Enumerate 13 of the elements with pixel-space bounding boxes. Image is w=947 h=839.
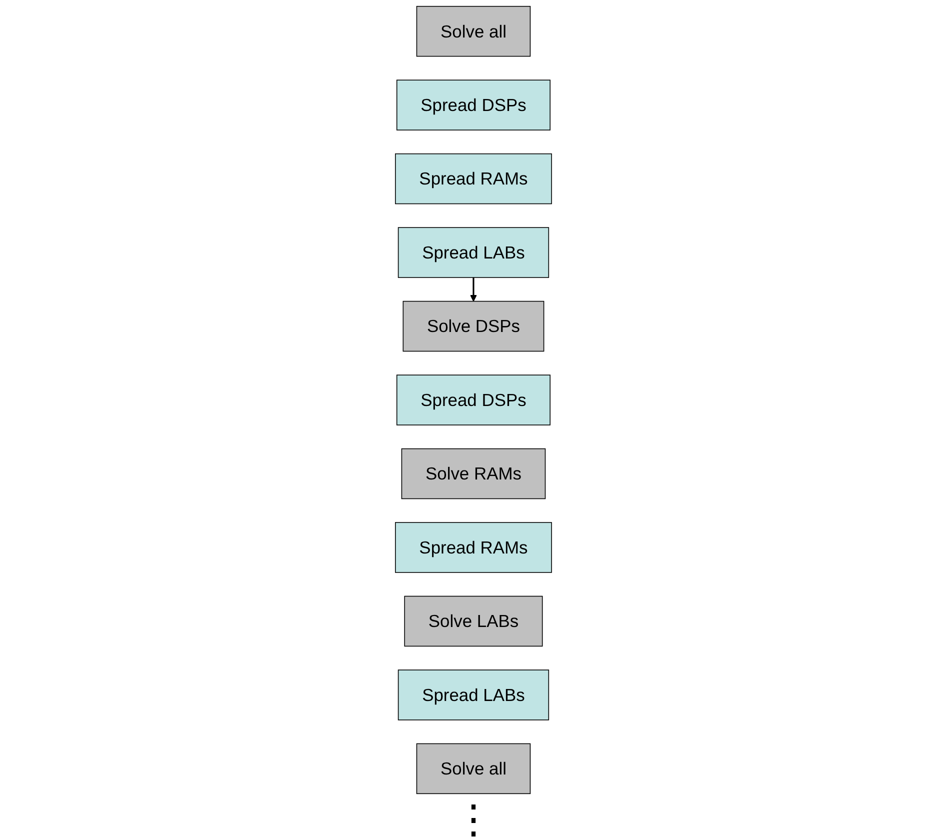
node-box: Solve all	[416, 743, 531, 794]
node-box: Solve LABs	[404, 596, 543, 647]
node-box: Spread RAMs	[395, 153, 552, 204]
node-box: Spread DSPs	[396, 80, 551, 130]
node-box: Spread LABs	[398, 670, 550, 720]
ellipsis-mark: ⋮	[452, 800, 494, 839]
node-box: Spread LABs	[398, 227, 550, 278]
node-box: Spread RAMs	[395, 522, 552, 573]
node-box: Solve DSPs	[402, 300, 544, 352]
node-box: Solve all	[416, 6, 531, 57]
node-box: Spread DSPs	[396, 374, 551, 426]
arrow	[470, 278, 477, 302]
node-box: Solve RAMs	[401, 448, 546, 500]
